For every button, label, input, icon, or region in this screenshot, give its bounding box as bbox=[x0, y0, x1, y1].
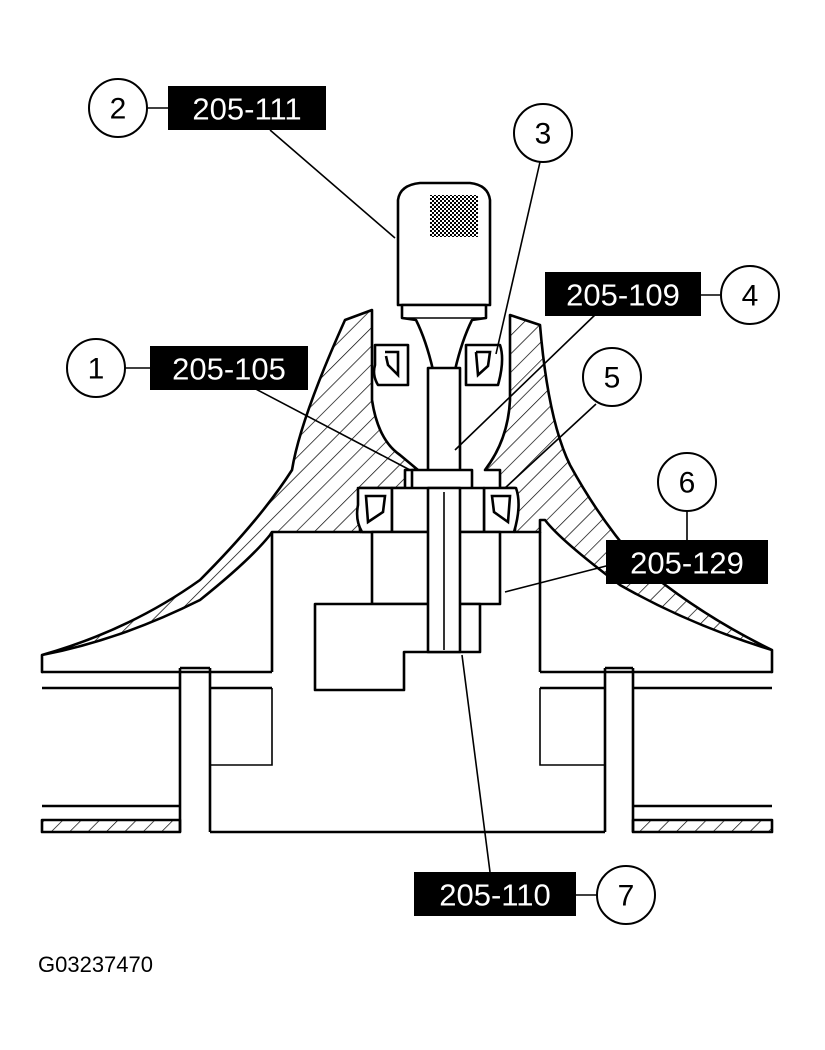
callout-7: 205-110 7 bbox=[414, 865, 656, 925]
left-post bbox=[178, 666, 212, 832]
base-strip-left bbox=[40, 818, 182, 834]
callout-ring bbox=[596, 865, 656, 925]
tool-label-text: 205-129 bbox=[630, 546, 744, 581]
tool-205-109-shaft bbox=[410, 366, 474, 492]
seal-lower-left-lip bbox=[364, 494, 387, 525]
callout-3: 3 bbox=[513, 103, 573, 163]
tool-label-box bbox=[606, 540, 768, 584]
tool-label-box bbox=[414, 872, 576, 916]
callout-ring bbox=[720, 265, 780, 325]
leader-2 bbox=[148, 107, 396, 239]
left-chamber bbox=[210, 688, 273, 766]
tool-205-111 bbox=[396, 181, 492, 372]
tool-label-box bbox=[545, 272, 701, 316]
seal-lower-left bbox=[355, 486, 394, 534]
callout-number: 5 bbox=[604, 362, 621, 395]
callout-number: 7 bbox=[618, 880, 635, 913]
tool-label-text: 205-105 bbox=[172, 352, 286, 387]
callout-number: 2 bbox=[110, 93, 127, 126]
callout-ring bbox=[513, 103, 573, 163]
callout-number: 3 bbox=[535, 118, 552, 151]
callout-ring bbox=[582, 347, 642, 407]
tool-205-110 bbox=[313, 486, 482, 692]
base-strip-right bbox=[631, 818, 774, 834]
base-bottom-line bbox=[42, 804, 772, 834]
callout-number: 6 bbox=[679, 467, 696, 500]
seal-lower-right bbox=[482, 486, 520, 534]
tool-label-text: 205-109 bbox=[566, 278, 680, 313]
tool-label-box bbox=[168, 86, 326, 130]
leader-5 bbox=[504, 403, 597, 489]
housing-left bbox=[40, 308, 420, 674]
callout-1: 1 205-105 bbox=[66, 338, 308, 398]
tool-label-text: 205-111 bbox=[192, 92, 301, 127]
callout-ring bbox=[88, 78, 148, 138]
callout-number: 4 bbox=[742, 280, 759, 313]
tool-label-text: 205-110 bbox=[439, 878, 550, 913]
seal-upper-right-lip bbox=[474, 350, 492, 378]
seal-lower-right-lip bbox=[490, 494, 512, 525]
figure-id: G03237470 bbox=[38, 952, 153, 977]
leader-7 bbox=[461, 654, 597, 896]
leader-3 bbox=[495, 161, 541, 355]
callout-ring bbox=[66, 338, 126, 398]
handle-knurl bbox=[430, 195, 478, 237]
leader-1 bbox=[125, 367, 411, 471]
seal-upper-left-lip bbox=[384, 350, 400, 379]
callout-2: 2 205-111 bbox=[88, 78, 326, 138]
callout-ring bbox=[657, 452, 717, 512]
upper-seals bbox=[372, 343, 504, 387]
leader-lines bbox=[125, 107, 720, 896]
tool-label-box bbox=[150, 346, 308, 390]
shaft bbox=[426, 366, 462, 475]
seal-upper-left bbox=[372, 343, 410, 387]
right-chamber bbox=[539, 688, 605, 766]
callout-number: 1 bbox=[88, 353, 105, 386]
leader-6 bbox=[504, 510, 688, 593]
callout-5: 5 bbox=[582, 347, 642, 407]
leader-4 bbox=[454, 294, 720, 451]
callout-6: 6 205-129 bbox=[606, 452, 768, 584]
right-post bbox=[603, 666, 635, 832]
callout-4: 205-109 4 bbox=[545, 265, 780, 325]
